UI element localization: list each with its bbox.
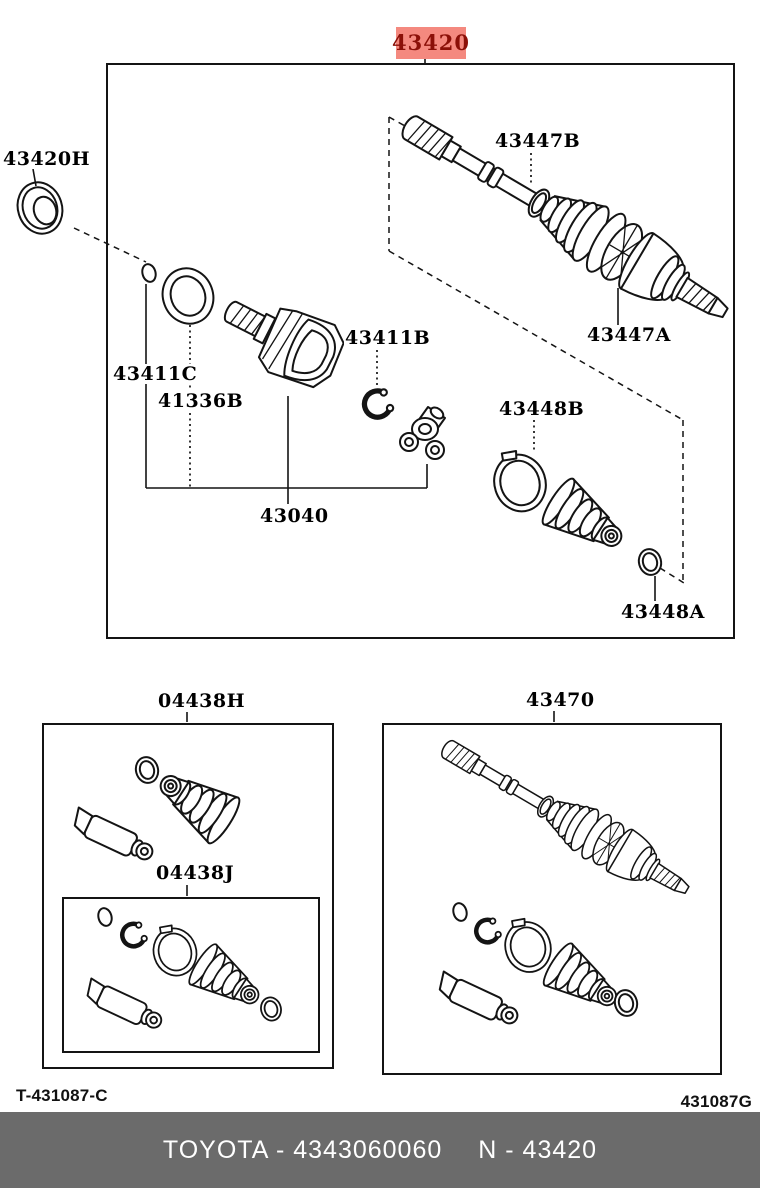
boot-kit-outboard-art — [67, 753, 246, 867]
callout-inner-snap-ring[interactable]: 43411C — [112, 363, 199, 385]
callout-leader-lines — [32, 56, 656, 896]
callout-dust-cover[interactable]: 41336B — [157, 390, 245, 412]
callout-shaft-snap-ring[interactable]: 43411B — [344, 327, 432, 349]
boot-kit-inboard-art — [80, 905, 285, 1035]
footer-part-number: N - 43420 — [478, 1135, 598, 1164]
oil-seal-art — [10, 175, 70, 241]
boot-kit-inboard-box — [62, 897, 320, 1053]
boot-kit-outboard-box — [42, 723, 334, 1069]
callout-boot-kit-outboard[interactable]: 04438H — [157, 690, 247, 712]
callout-drive-shaft-assembly-selected[interactable]: 43420 — [392, 27, 469, 59]
drawing-code-left: T-431087-C — [16, 1086, 108, 1105]
footer-bar: TOYOTA - 4343060060 N - 43420 — [0, 1112, 760, 1188]
callout-inboard-boot-clamp[interactable]: 43448A — [620, 601, 706, 623]
callout-outboard-joint[interactable]: 43447A — [586, 324, 672, 346]
callout-damper-clamp[interactable]: 43447B — [494, 130, 582, 152]
footer-catalog-number: TOYOTA - 4343060060 — [162, 1135, 443, 1164]
callout-inboard-boot-clamp-no2[interactable]: 43448B — [498, 398, 586, 420]
drive-shaft-lh-art — [430, 724, 701, 1031]
callout-drive-shaft-assembly-lh[interactable]: 43470 — [525, 689, 596, 711]
callout-inboard-joint-assembly[interactable]: 43040 — [259, 505, 330, 527]
callout-boot-kit-inboard[interactable]: 04438J — [155, 862, 236, 884]
main-assembly-box — [106, 63, 735, 639]
drawing-code-right: 431087G — [680, 1092, 752, 1111]
callout-oil-seal[interactable]: 43420H — [2, 148, 92, 170]
drive-shaft-lh-box — [382, 723, 722, 1075]
